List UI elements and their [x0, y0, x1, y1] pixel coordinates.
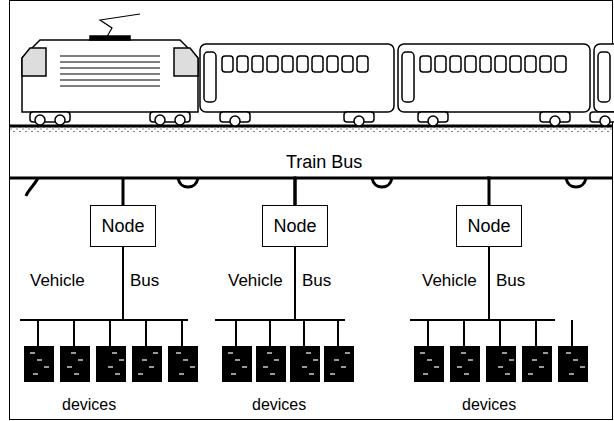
device-icon [96, 346, 126, 382]
train-bus [295, 178, 489, 205]
text-label: Vehicle [28, 272, 87, 291]
device-icon [132, 346, 162, 382]
device-icon [324, 346, 354, 382]
text-label: devices [250, 396, 308, 414]
node-box: Node [262, 205, 328, 247]
device-icon [168, 346, 198, 382]
device-icon [256, 346, 286, 382]
text-label: Vehicle [420, 272, 479, 291]
device-icon [414, 346, 444, 382]
text-label: devices [460, 396, 518, 414]
frame [10, 1, 613, 420]
train-bus [123, 178, 295, 205]
locomotive [22, 14, 198, 125]
node-box: Node [90, 205, 156, 247]
device-icon [24, 346, 54, 382]
train-bus-line [10, 178, 612, 196]
text-label: Bus [494, 272, 527, 291]
device-icon [222, 346, 252, 382]
text-label: Bus [300, 272, 333, 291]
bus-label: Train Bus [284, 153, 364, 173]
device-icon [290, 346, 320, 382]
device-icon [450, 346, 480, 382]
node-box: Node [456, 205, 522, 247]
device-icon [558, 346, 588, 382]
node-label: Node [467, 216, 510, 237]
device-icon [522, 346, 552, 382]
text-label: Vehicle [226, 272, 285, 291]
node-label: Node [101, 216, 144, 237]
device-icon [486, 346, 516, 382]
text-label: devices [60, 396, 118, 414]
text-label: Bus [128, 272, 161, 291]
node-label: Node [273, 216, 316, 237]
device-icon [60, 346, 90, 382]
device-icons [24, 346, 588, 382]
vehicle-bus [20, 247, 572, 346]
coaches [200, 44, 614, 126]
ballast [10, 127, 612, 132]
